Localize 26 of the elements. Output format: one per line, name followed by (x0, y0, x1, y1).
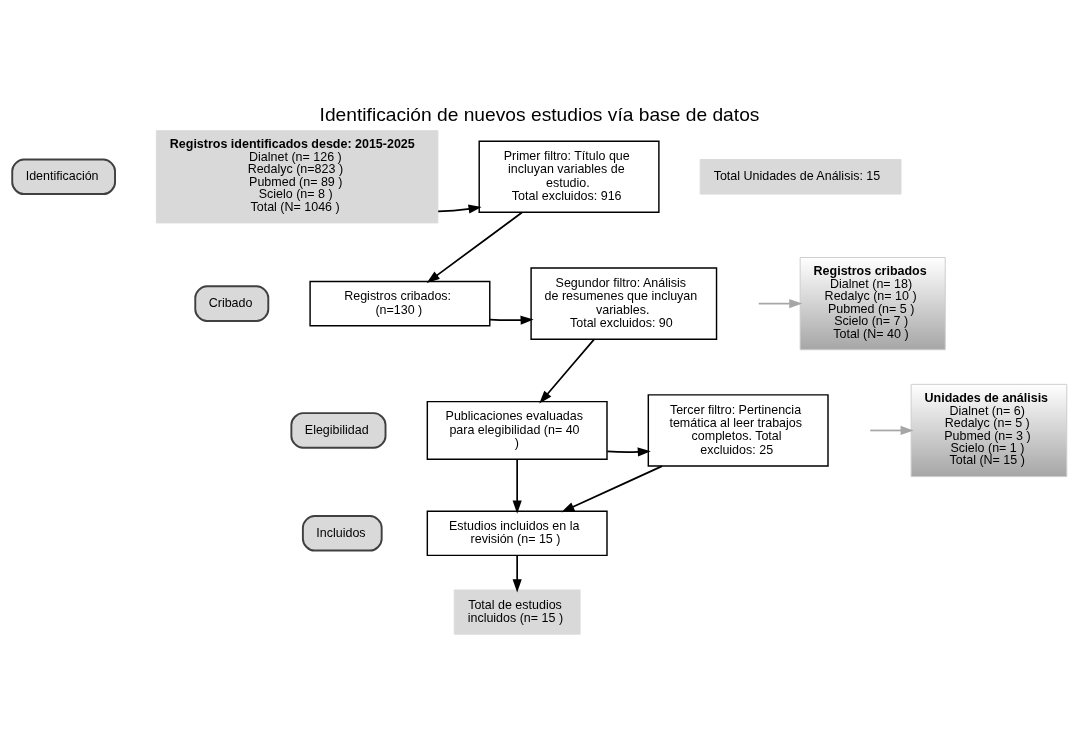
arrow (512, 554, 522, 592)
arrow (489, 315, 534, 325)
node-box: Identificación (11, 158, 116, 195)
arrow (606, 446, 651, 456)
node-box: Primer filtro: Título que incluyan variables de estudio. Total excluidos: 916 (478, 140, 660, 213)
node-box: Segundor filtro: Análisis de resumenes que incluyan variables. Total excluidos: 90 (530, 266, 718, 340)
arrow (757, 298, 803, 308)
node-box: Registros identificados desde: 2015-2025 Dialnet (n= 126 ) Redalyc (n=823 ) Pubmed (n= 89 ) Scielo (n= 8 ) Total (N= 1046 ) (155, 129, 439, 223)
node-box: Publicaciones evaluadas para elegibilidad (n= 40 ) (426, 400, 608, 460)
arrow (869, 425, 914, 435)
node-box: Cribado (194, 284, 270, 322)
node-box: Unidades de análisis Dialnet (n= 6) Redalyc (n= 5 ) Pubmed (n= 3 ) Scielo (n= 1 ) Total (N= 15 ) (910, 383, 1068, 477)
node-box: Total de estudios incluidos (n= 15 ) (453, 589, 581, 635)
node-box: Total Unidades de Análisis: 15 (699, 158, 902, 195)
node-box: Registros cribados: (n=130 ) (309, 280, 491, 326)
arrow (426, 211, 523, 283)
node-box: Estudios incluidos en la revisión (n= 15 ) (426, 509, 608, 556)
node-box: Elegibilidad (290, 411, 387, 449)
node-box: Incluidos (301, 514, 383, 551)
node-box: Tercer filtro: Pertinencia temática al leer trabajos completos. Total excluidos: 25 (647, 393, 829, 467)
arrow (512, 458, 522, 514)
diagram-title: Identificación de nuevos estudios vía base de datos (319, 103, 760, 125)
arrow (437, 204, 482, 214)
node-box: Registros cribados Dialnet (n= 18) Redalyc (n= 10 ) Pubmed (n= 5 ) Scielo (n= 7 ) Total (N= 40 ) (799, 256, 946, 350)
arrow (539, 338, 595, 404)
arrow (561, 464, 663, 512)
